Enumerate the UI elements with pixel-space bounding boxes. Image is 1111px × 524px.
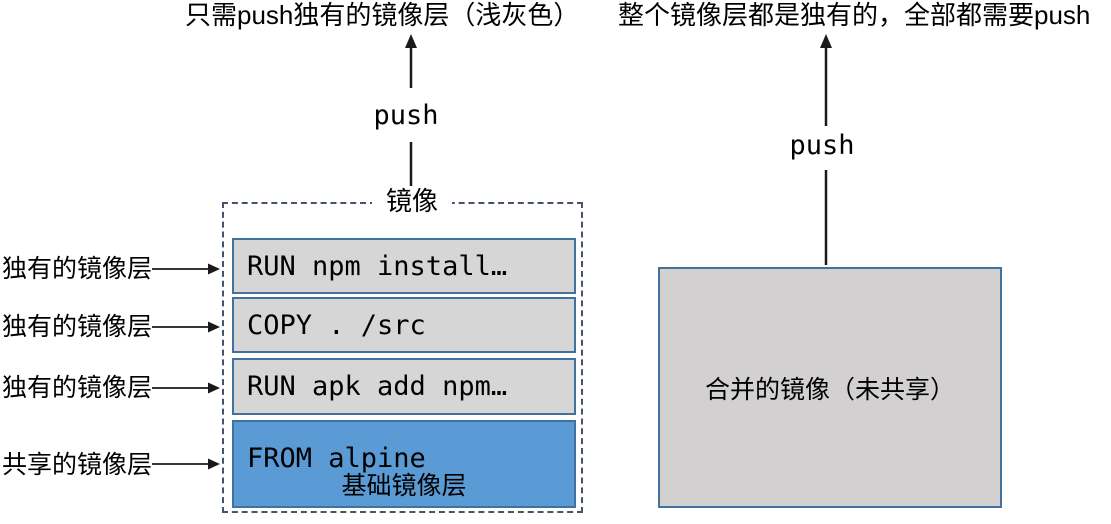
push-arrow-left-head (405, 34, 417, 48)
image-group-title: 镜像 (372, 186, 452, 216)
push-label-left: push (373, 100, 439, 131)
side-arrow-0-head (208, 263, 220, 275)
merged-image-label: 合并的镜像（未共享） (704, 375, 955, 404)
layer-from-alpine: FROM alpine 基础镜像层 (232, 420, 576, 508)
layer-copy-src: COPY . /src (232, 297, 576, 353)
side-arrow-3-head (208, 458, 220, 470)
side-label-unique-0: 独有的镜像层 (2, 255, 153, 283)
push-label-right: push (789, 130, 855, 161)
layer-run-apk-add: RUN apk add npm… (232, 358, 576, 415)
merged-image-box: 合并的镜像（未共享） (658, 267, 1002, 508)
caption-unique-layers: 只需push独有的镜像层（浅灰色） (185, 0, 580, 30)
base-layer-label: 基础镜像层 (341, 472, 467, 500)
side-label-shared: 共享的镜像层 (2, 451, 153, 479)
side-label-unique-2: 独有的镜像层 (2, 374, 153, 402)
layer-run-npm-install: RUN npm install… (232, 238, 576, 294)
side-label-unique-1: 独有的镜像层 (2, 313, 153, 341)
push-arrow-right-head (820, 34, 832, 48)
caption-merged-layers: 整个镜像层都是独有的，全部都需要push (618, 0, 1091, 30)
side-arrow-1-head (208, 321, 220, 333)
side-arrow-2-head (208, 382, 220, 394)
layer-from-alpine-code: FROM alpine (247, 443, 426, 474)
